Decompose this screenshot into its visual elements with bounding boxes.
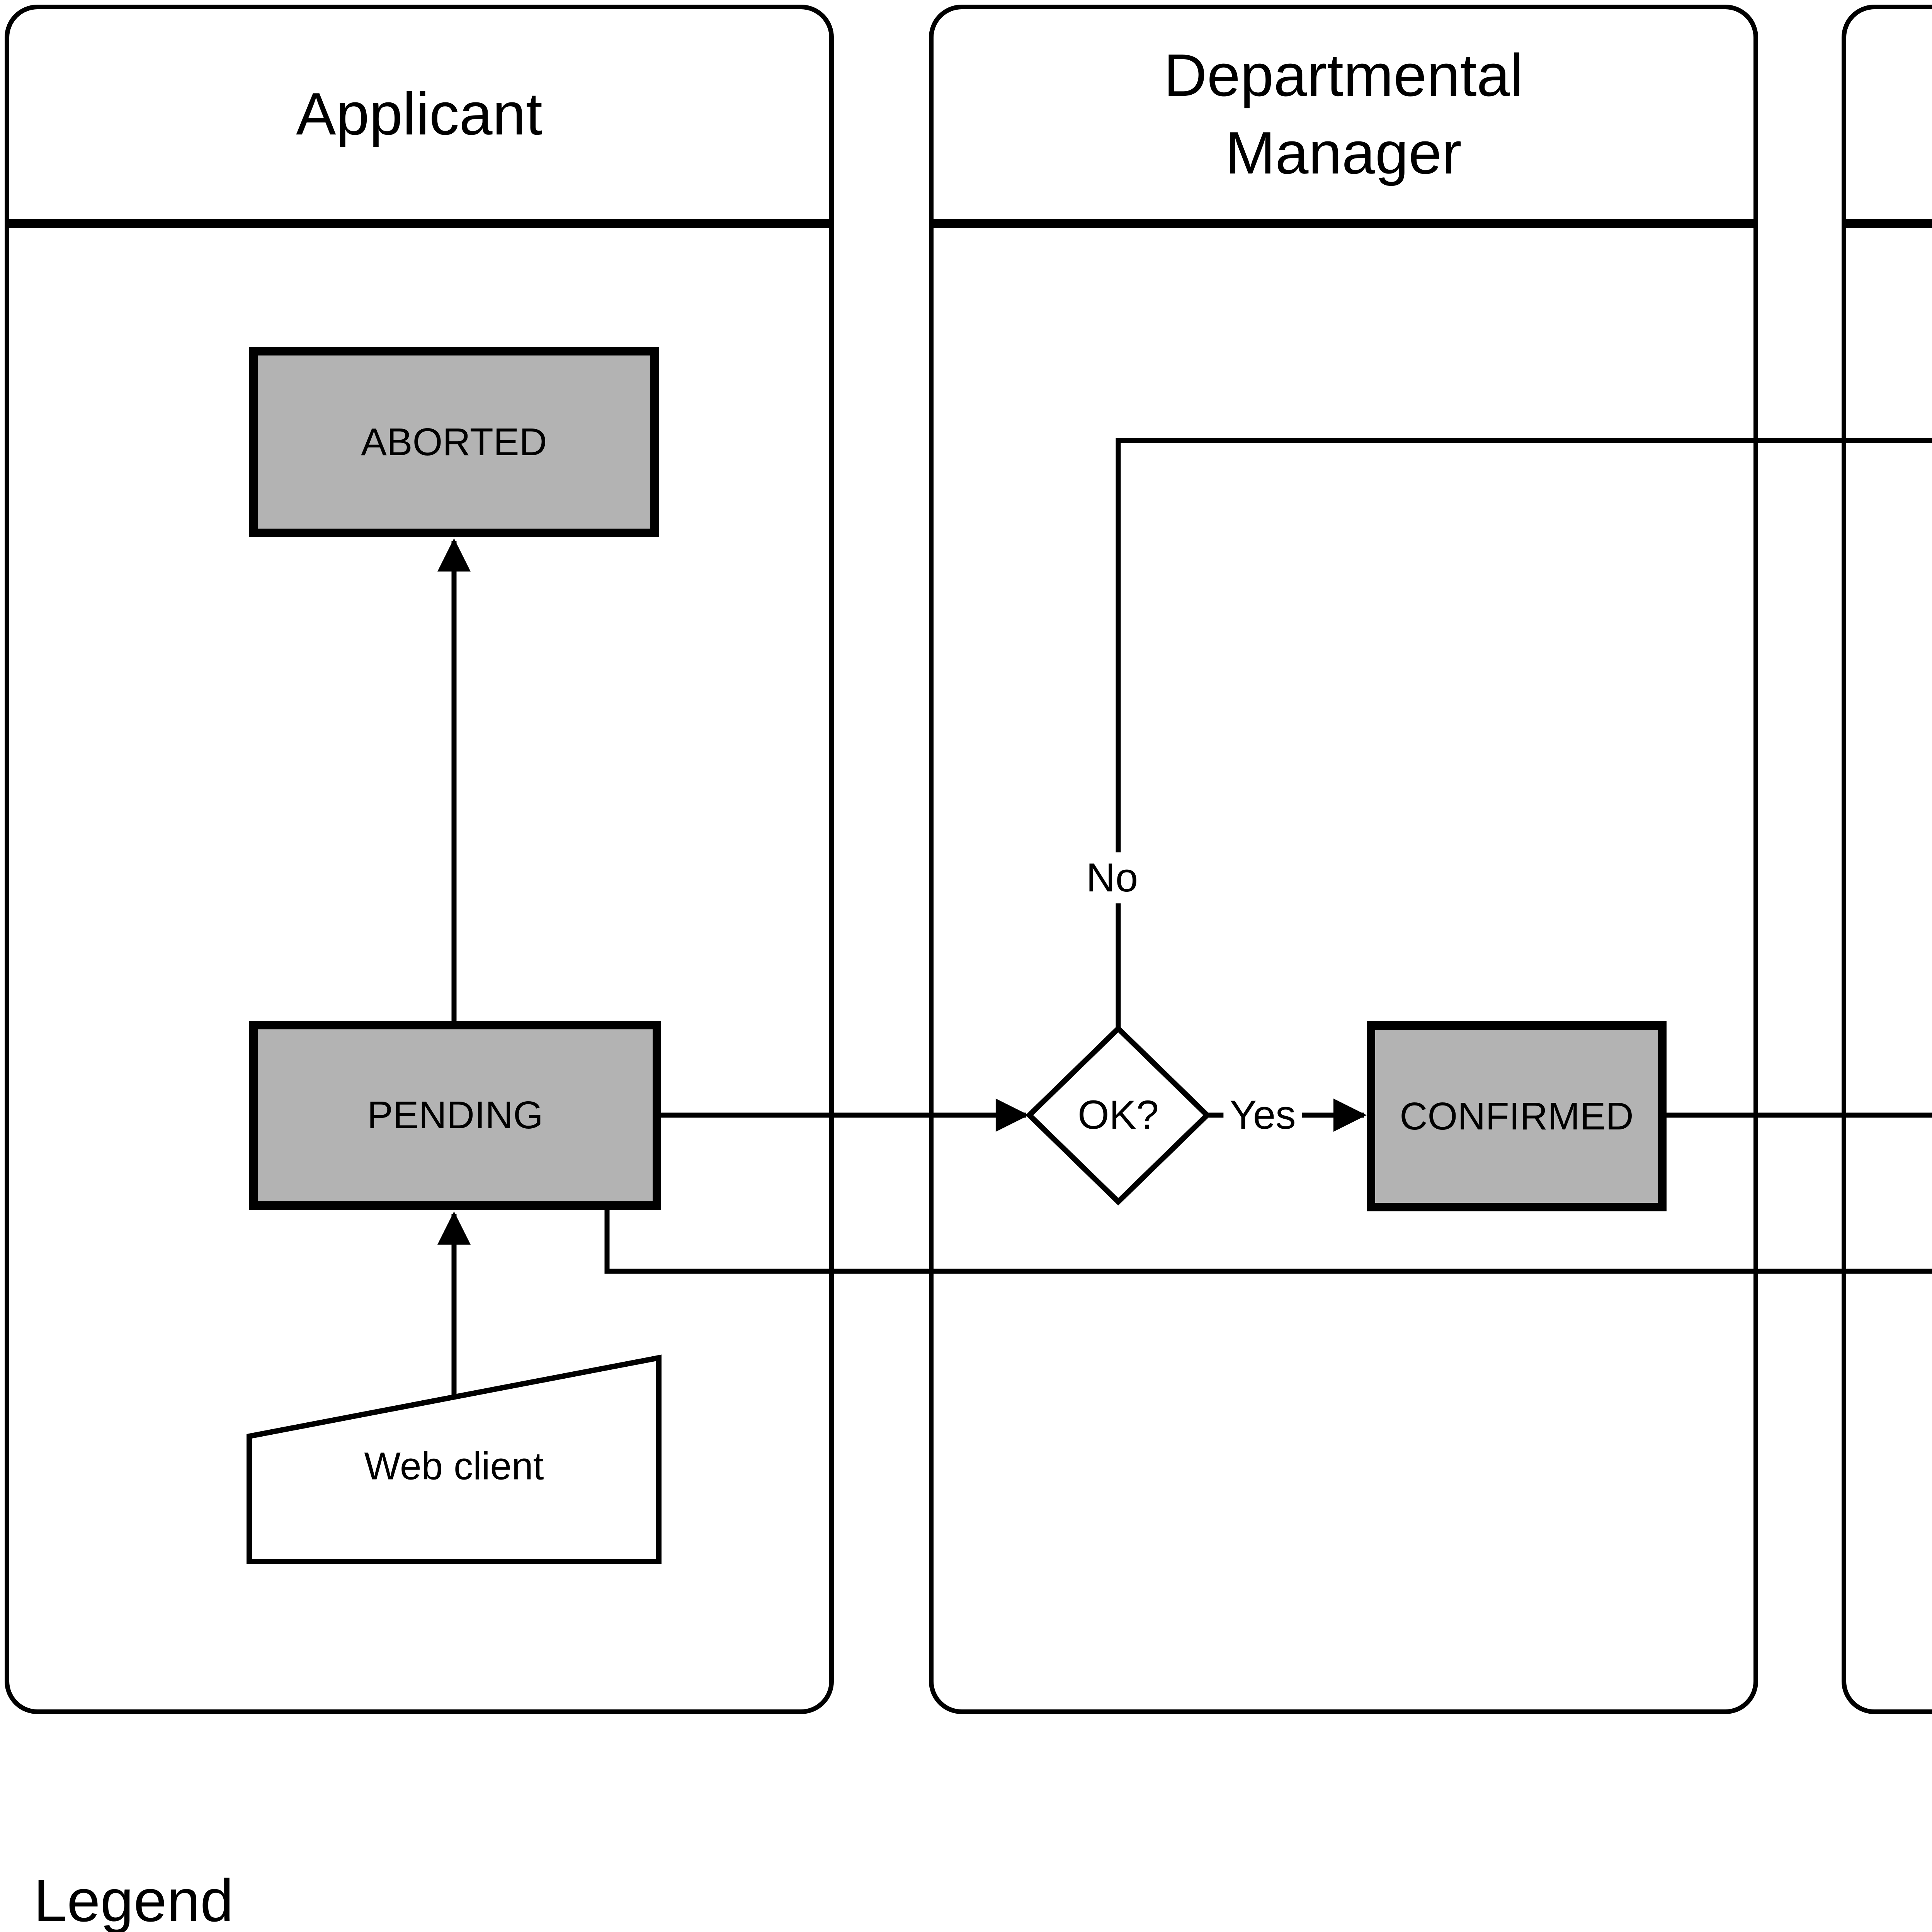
edge-label-dm-no: No bbox=[1080, 852, 1145, 903]
web-client-shape bbox=[247, 1354, 662, 1564]
swimlane-header-applicant: Applicant bbox=[9, 9, 829, 228]
dm-decision-label: OK? bbox=[1077, 1092, 1159, 1138]
status-label: ABORTED bbox=[361, 420, 547, 464]
lane-title-line: Applicant bbox=[296, 80, 543, 148]
swimlane-departmental-manager: Departmental Manager bbox=[929, 5, 1758, 1714]
edge-label-dm-yes: Yes bbox=[1223, 1090, 1302, 1141]
legend-title: Legend bbox=[34, 1867, 234, 1932]
lane-title-line: Departmental bbox=[1163, 41, 1524, 109]
lane-title-line: Manager bbox=[1225, 119, 1462, 186]
swimlane-hr-department: HR Department bbox=[1842, 5, 1932, 1714]
status-box-pending: PENDING bbox=[249, 1021, 661, 1210]
status-label: PENDING bbox=[367, 1094, 543, 1137]
swimlane-header-departmental-manager: Departmental Manager bbox=[934, 9, 1753, 228]
edge-dmdecision-rejected bbox=[1116, 438, 1932, 1029]
dm-decision-diamond bbox=[1025, 1025, 1211, 1206]
status-label: CONFIRMED bbox=[1400, 1094, 1634, 1138]
web-client-label: Web client bbox=[364, 1444, 544, 1488]
swimlane-header-hr-department: HR Department bbox=[1846, 9, 1932, 228]
status-box-confirmed: CONFIRMED bbox=[1367, 1021, 1667, 1211]
status-box-aborted: ABORTED bbox=[249, 347, 659, 537]
edge-pending-hrdecision bbox=[604, 1210, 1932, 1274]
swimlane-applicant: Applicant bbox=[5, 5, 834, 1714]
